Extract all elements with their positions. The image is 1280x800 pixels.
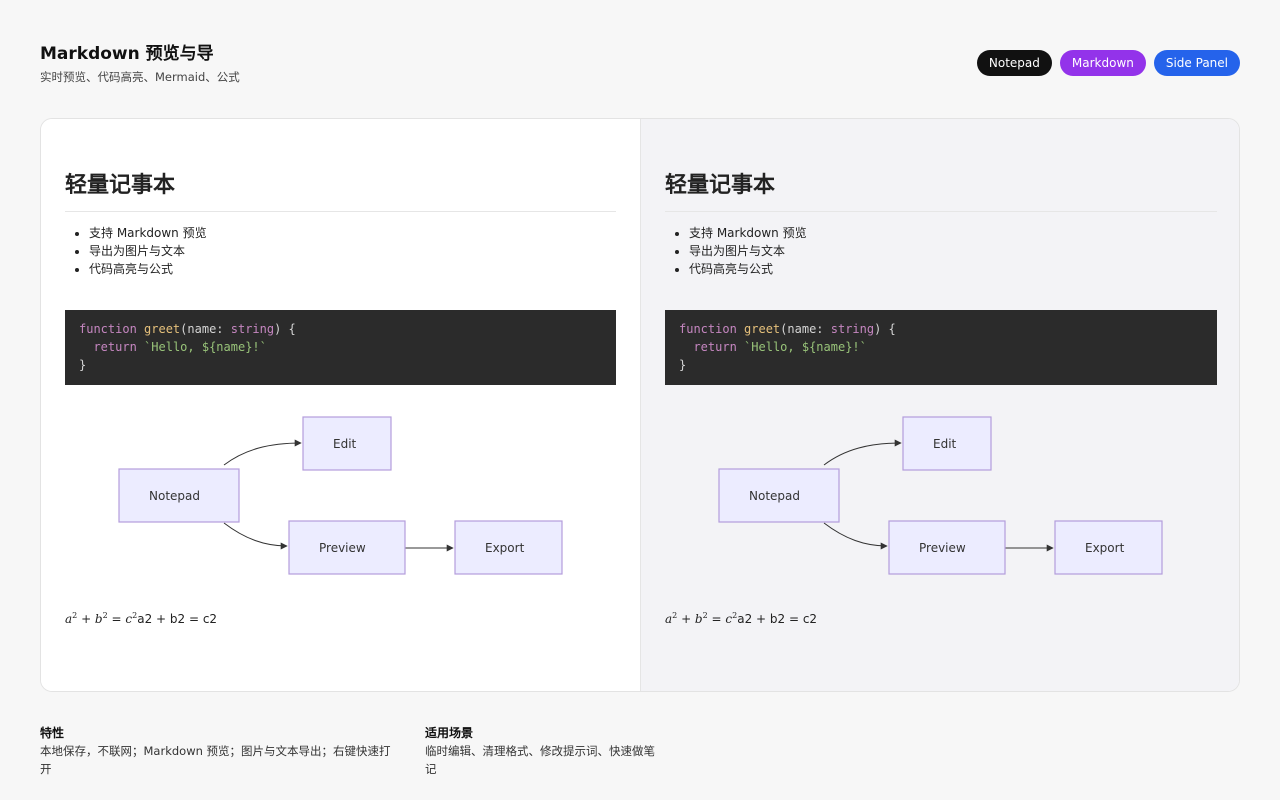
code-param: name: [187, 322, 217, 336]
doc-heading: 轻量记事本: [665, 171, 1217, 212]
code-keyword: function: [79, 322, 137, 336]
edge-notepad-edit: [223, 439, 302, 466]
markdown-badge[interactable]: Markdown: [1059, 50, 1146, 76]
svg-text:Preview: Preview: [319, 541, 366, 555]
svg-text:Notepad: Notepad: [149, 489, 200, 503]
list-item: 导出为图片与文本: [89, 242, 616, 260]
node-preview: Preview: [288, 520, 406, 575]
code-keyword: return: [93, 340, 137, 354]
code-brace: }: [679, 358, 687, 372]
formula-fallback-text: a2 + b2 = c2: [137, 612, 218, 626]
edge-notepad-edit: [823, 439, 902, 466]
list-item: 代码高亮与公式: [89, 260, 616, 278]
node-notepad: Notepad: [718, 468, 840, 523]
side-panel-badge[interactable]: Side Panel: [1153, 50, 1240, 76]
list-item: 支持 Markdown 预览: [89, 224, 616, 242]
svg-text:Edit: Edit: [333, 437, 357, 451]
code-string: `Hello, ${name}!`: [144, 340, 267, 354]
svg-text:Export: Export: [485, 541, 525, 555]
code-param: name: [787, 322, 817, 336]
code-keyword: function: [679, 322, 737, 336]
node-notepad: Notepad: [118, 468, 240, 523]
code-type: string: [830, 322, 875, 336]
features-title: 特性: [40, 726, 65, 740]
edge-notepad-preview: [223, 522, 288, 550]
tinted-preview-pane: 轻量记事本 支持 Markdown 预览 导出为图片与文本 代码高亮与公式 fu…: [641, 119, 1239, 691]
code-block: function greet(name: string) { return `H…: [65, 310, 616, 385]
code-keyword: return: [693, 340, 737, 354]
mermaid-diagram: Notepad Edit Preview Export: [718, 416, 1163, 575]
svg-text:Notepad: Notepad: [749, 489, 800, 503]
formula-fallback-text: a2 + b2 = c2: [737, 612, 818, 626]
feature-list: 支持 Markdown 预览 导出为图片与文本 代码高亮与公式: [65, 224, 616, 278]
mermaid-diagram: Notepad Edit Preview Export: [118, 416, 563, 575]
preview-card: 轻量记事本 支持 Markdown 预览 导出为图片与文本 代码高亮与公式 fu…: [40, 118, 1240, 692]
edge-notepad-preview: [823, 522, 888, 550]
node-export: Export: [1054, 520, 1163, 575]
badge-group: Notepad Markdown Side Panel: [976, 50, 1240, 76]
node-edit: Edit: [902, 416, 992, 471]
header: Markdown 预览与导 实时预览、代码高亮、Mermaid、公式: [40, 42, 240, 86]
usage-title: 适用场景: [425, 726, 474, 740]
node-export: Export: [454, 520, 563, 575]
page-title: Markdown 预览与导: [40, 44, 214, 64]
light-preview-pane: 轻量记事本 支持 Markdown 预览 导出为图片与文本 代码高亮与公式 fu…: [41, 119, 641, 691]
node-edit: Edit: [302, 416, 392, 471]
footer: 特性 本地保存，不联网；Markdown 预览；图片与文本导出；右键快速打开 适…: [40, 724, 665, 778]
svg-text:Edit: Edit: [933, 437, 957, 451]
node-preview: Preview: [888, 520, 1006, 575]
feature-list: 支持 Markdown 预览 导出为图片与文本 代码高亮与公式: [665, 224, 1217, 278]
doc-heading: 轻量记事本: [65, 171, 616, 212]
page-subtitle: 实时预览、代码高亮、Mermaid、公式: [40, 70, 240, 84]
features-text: 本地保存，不联网；Markdown 预览；图片与文本导出；右键快速打开: [40, 744, 391, 776]
svg-text:Preview: Preview: [919, 541, 966, 555]
math-formula: a2 + b2 = c2a2 + b2 = c2: [65, 611, 218, 626]
code-function-name: greet: [744, 322, 781, 336]
code-block: function greet(name: string) { return `H…: [665, 310, 1217, 385]
list-item: 导出为图片与文本: [689, 242, 1217, 260]
usage-section: 适用场景 临时编辑、清理格式、修改提示词、快速做笔记: [425, 724, 665, 778]
usage-text: 临时编辑、清理格式、修改提示词、快速做笔记: [425, 744, 655, 776]
math-formula: a2 + b2 = c2a2 + b2 = c2: [665, 611, 818, 626]
svg-text:Export: Export: [1085, 541, 1125, 555]
list-item: 代码高亮与公式: [689, 260, 1217, 278]
list-item: 支持 Markdown 预览: [689, 224, 1217, 242]
code-function-name: greet: [144, 322, 181, 336]
features-section: 特性 本地保存，不联网；Markdown 预览；图片与文本导出；右键快速打开: [40, 724, 395, 778]
code-brace: }: [79, 358, 87, 372]
code-type: string: [230, 322, 275, 336]
code-string: `Hello, ${name}!`: [744, 340, 867, 354]
notepad-badge[interactable]: Notepad: [976, 50, 1052, 76]
